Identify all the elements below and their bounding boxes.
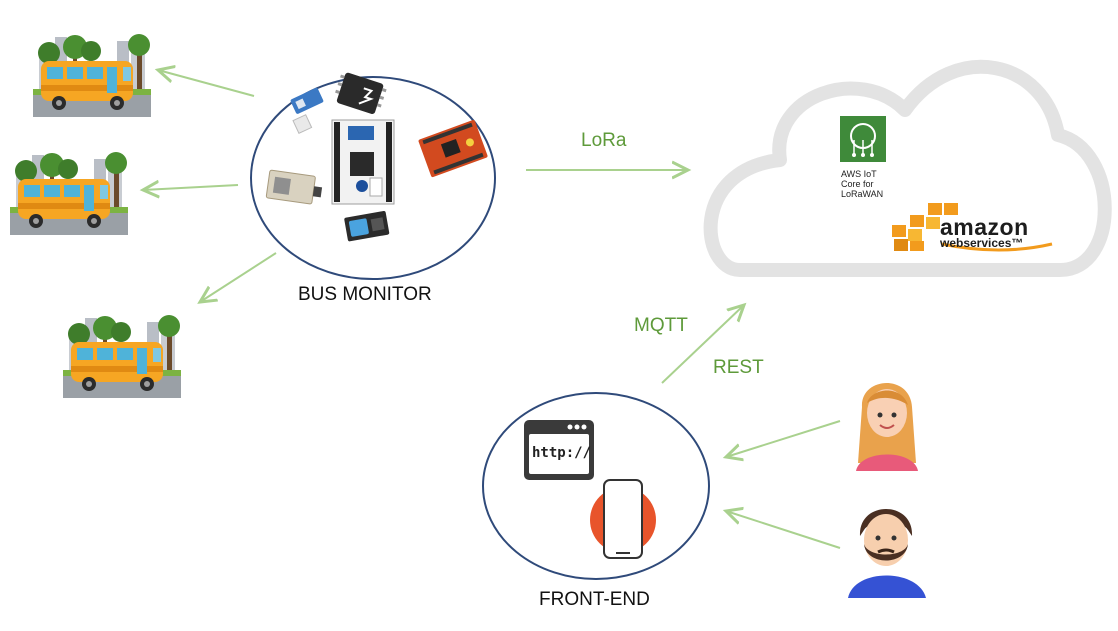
browser-http-text: http:// [532,445,592,461]
aws-iot-core-icon [840,116,886,162]
cloud-shape [703,59,1112,277]
aws-logo-smile [941,242,1053,252]
front-end-circle [482,392,710,580]
mqtt-label: MQTT [634,315,688,336]
browser-window-icon [524,420,594,480]
aws-brand-sub: webservices™ [940,236,1024,250]
phone-icon [590,479,656,559]
aws-brand-main: amazon [940,214,1029,240]
arrow-monitor-to-bus-1 [158,70,255,97]
rest-label: REST [713,357,764,378]
man-avatar [848,509,926,598]
bus-scene-1 [33,27,151,117]
arrow-frontend-to-cloud [661,305,744,384]
aws-iot-service-label: AWS IoT Core for LoRaWAN [841,169,884,199]
bus-scene-3 [63,308,181,398]
arrow-monitor-to-bus-2 [143,185,239,190]
bus-monitor-components [265,72,488,242]
arrow-monitor-to-bus-3 [200,252,277,302]
bus-scene-2 [10,145,128,235]
woman-avatar [856,382,918,471]
lora-label: LoRa [581,130,627,151]
front-end-label: FRONT-END [539,589,650,610]
bus-monitor-label: BUS MONITOR [298,284,432,305]
arrow-user-man [726,511,841,549]
arrow-user-woman [726,420,841,457]
aws-logo-cubes [892,203,958,251]
